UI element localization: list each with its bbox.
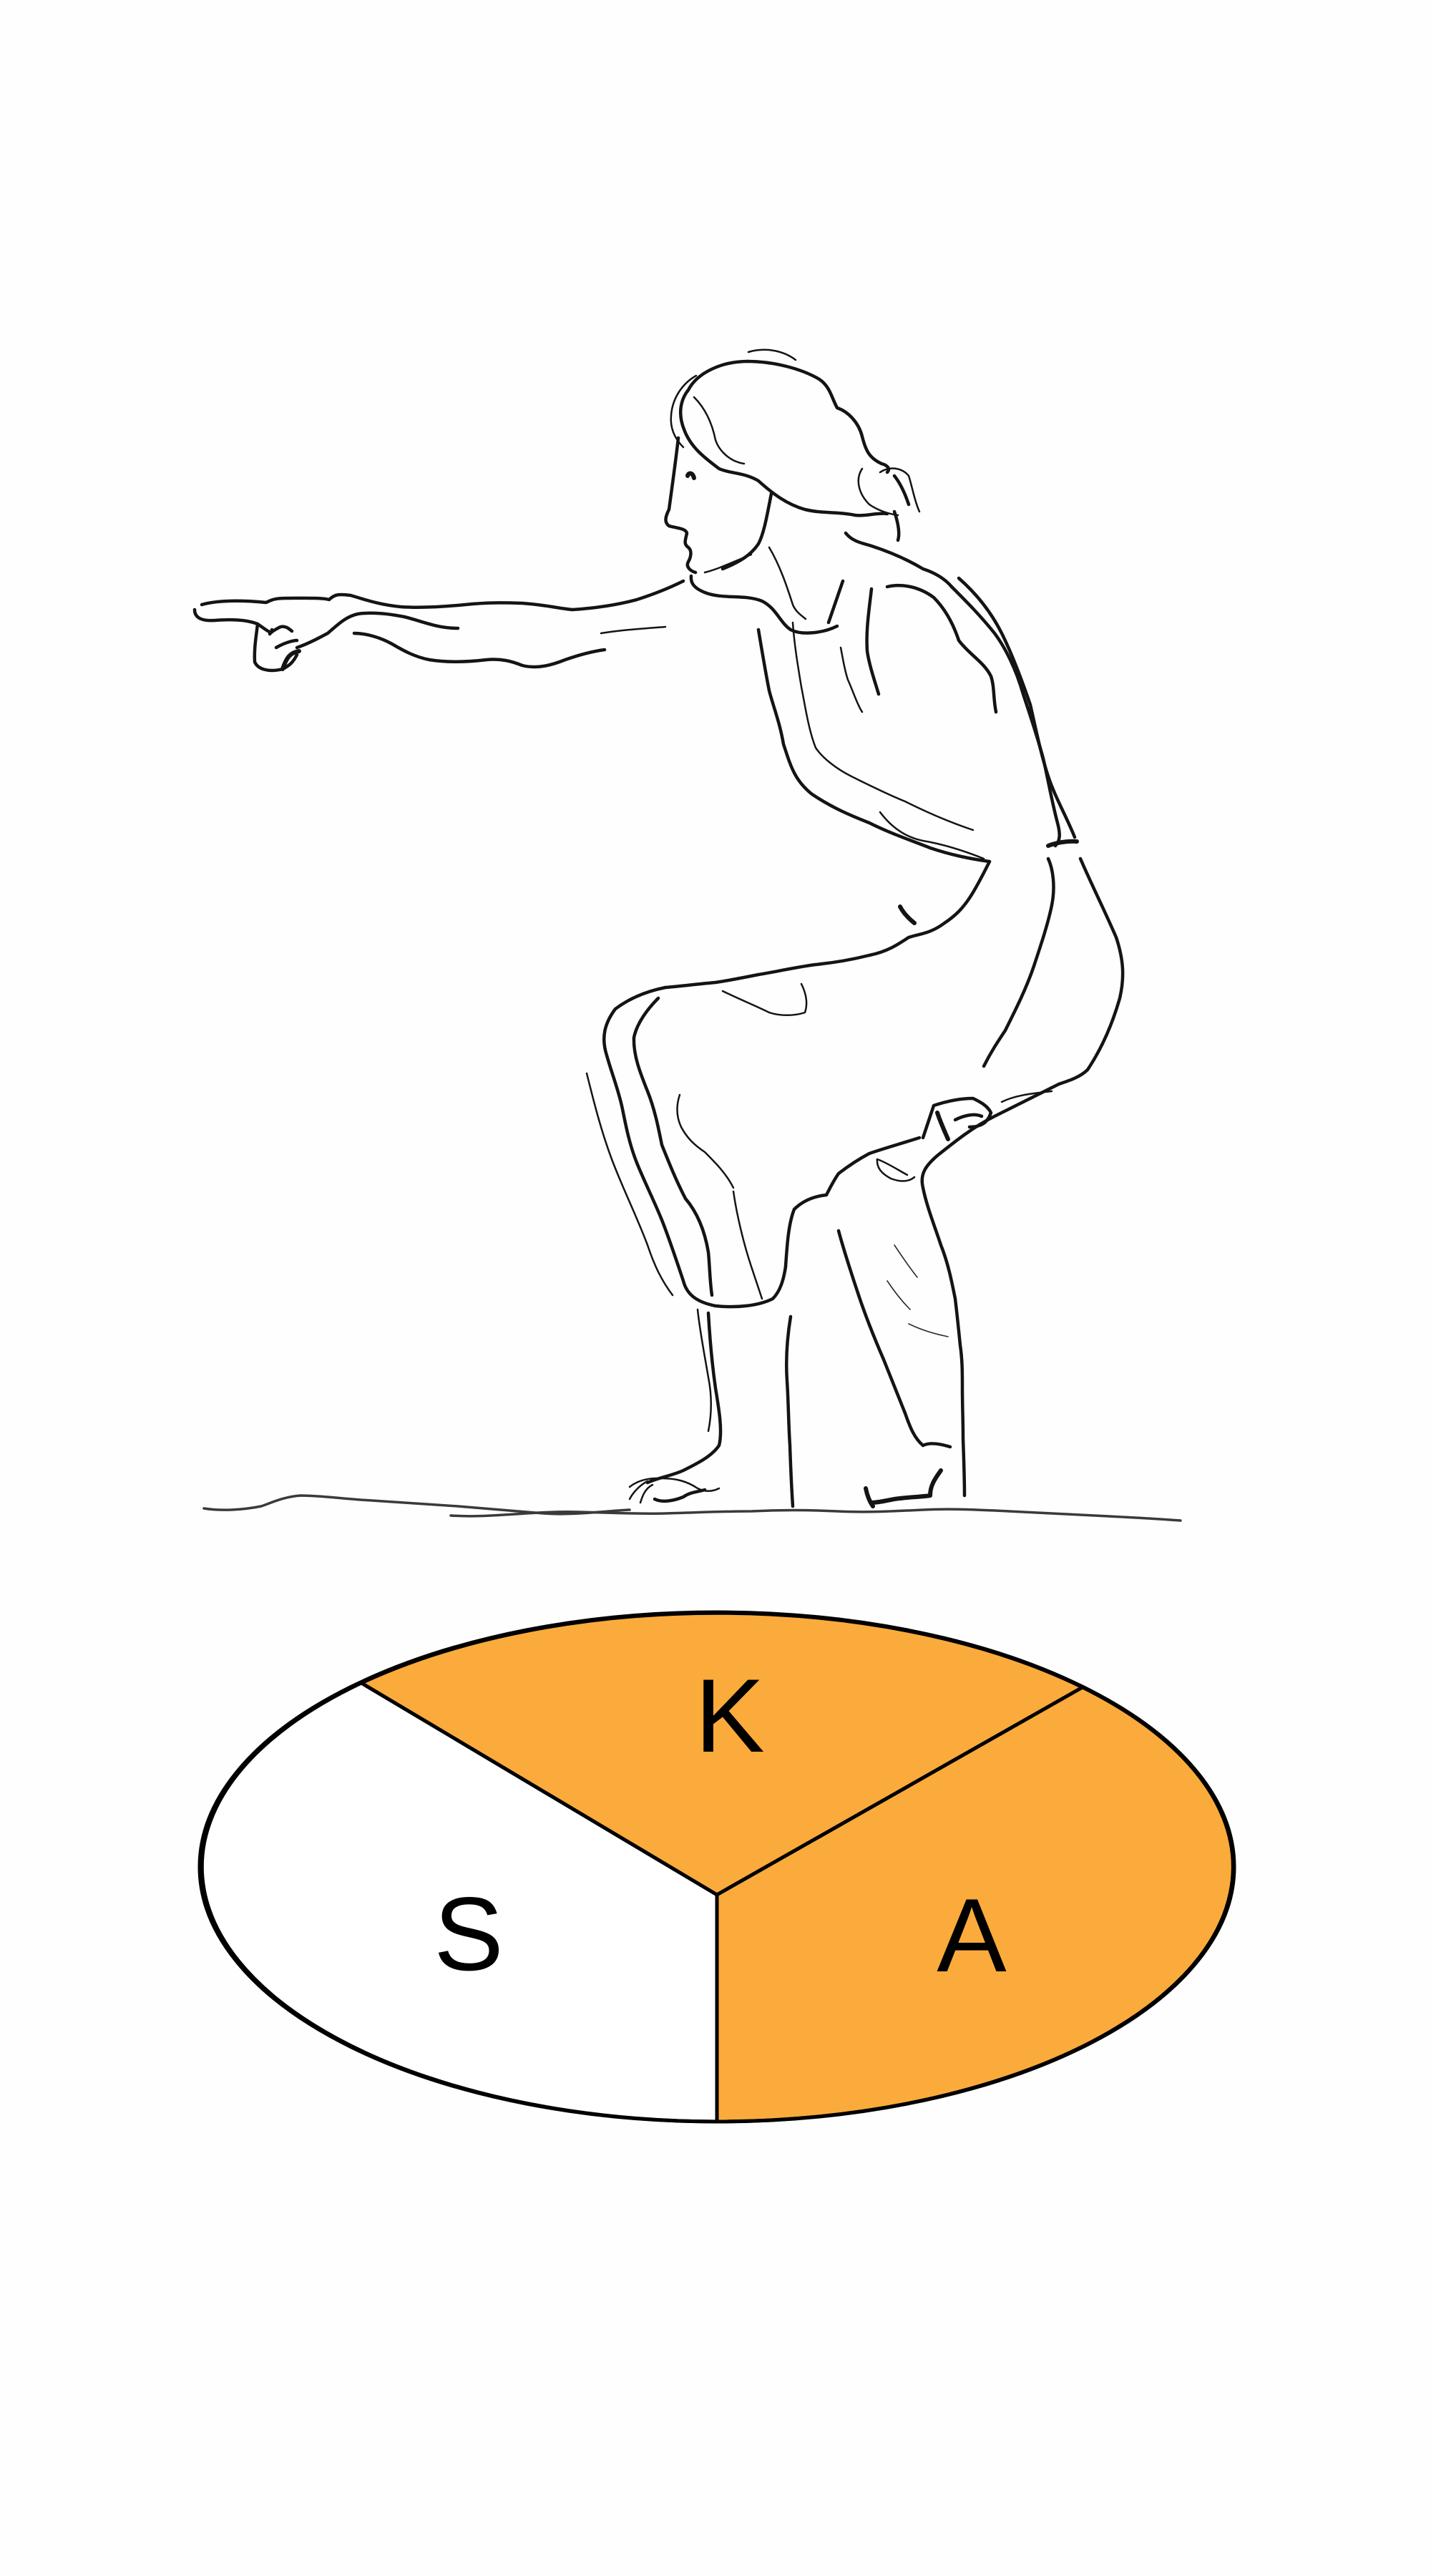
ksa-ellipse-diagram: K A S bbox=[197, 1610, 1236, 2124]
face-profile bbox=[664, 436, 698, 575]
neck-shoulders bbox=[689, 492, 954, 635]
pointing-arm bbox=[192, 579, 685, 673]
sector-label-k: K bbox=[695, 1657, 764, 1774]
sector-label-a: A bbox=[937, 1877, 1007, 1994]
sector-label-s: S bbox=[434, 1875, 503, 1992]
bent-leg bbox=[836, 1082, 1061, 1498]
back-and-far-arm bbox=[949, 576, 1125, 1086]
ground-line bbox=[202, 1494, 1182, 1522]
torso bbox=[756, 583, 998, 864]
legs-and-feet bbox=[628, 1308, 952, 1508]
head bbox=[670, 348, 921, 542]
pointing-woman-illustration bbox=[192, 348, 1182, 1522]
skirt bbox=[585, 859, 992, 1309]
ellipse-outline bbox=[197, 1610, 1236, 2124]
